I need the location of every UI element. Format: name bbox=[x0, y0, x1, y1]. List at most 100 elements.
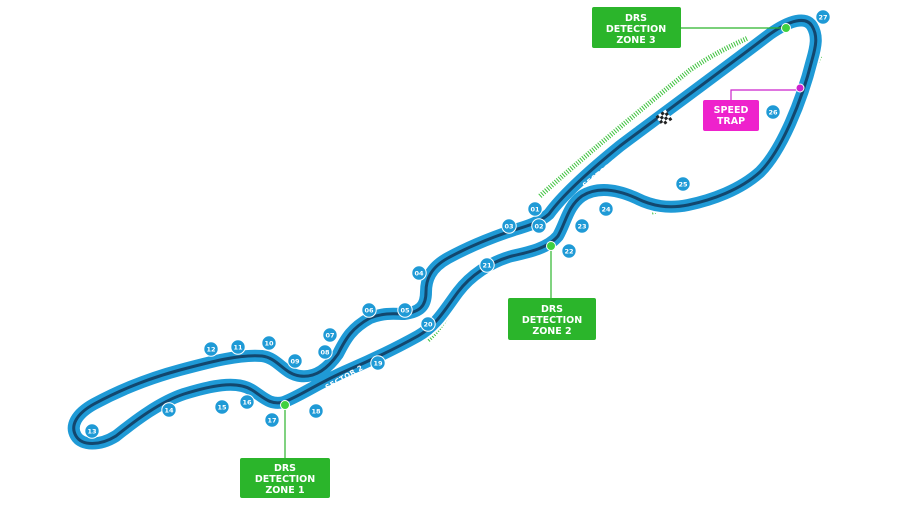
drs-zone-1-line-2: DETECTION bbox=[255, 474, 315, 485]
turn-marker-circle bbox=[361, 302, 377, 318]
turn-marker-25: 25 bbox=[675, 176, 691, 192]
turn-marker-01: 01 bbox=[527, 201, 543, 217]
turn-number: 03 bbox=[504, 223, 513, 231]
turn-marker-08: 08 bbox=[317, 344, 333, 360]
drs-zone-2-line-2: DETECTION bbox=[522, 315, 582, 326]
turn-marker-circle bbox=[561, 243, 577, 259]
turn-number: 10 bbox=[264, 340, 274, 348]
turn-number: 01 bbox=[530, 206, 540, 214]
drs-zone-1-line-3: ZONE 1 bbox=[265, 485, 304, 496]
checkered-flag-square bbox=[668, 117, 673, 122]
turn-marker-11: 11 bbox=[230, 339, 246, 355]
turn-marker-26: 26 bbox=[765, 104, 781, 120]
drs-zone-2-line-3: ZONE 2 bbox=[532, 326, 571, 337]
turn-marker-circle bbox=[161, 402, 177, 418]
drs-zone-2-line-1: DRS bbox=[541, 304, 563, 315]
checkered-flag-square bbox=[655, 114, 660, 119]
turn-marker-circle bbox=[420, 316, 436, 332]
turn-marker-22: 22 bbox=[561, 243, 577, 259]
speed-trap-line-1: SPEED bbox=[714, 105, 749, 116]
turn-marker-09: 09 bbox=[287, 353, 303, 369]
drs-zone-3-line-2: DETECTION bbox=[606, 24, 666, 35]
turn-marker-06: 06 bbox=[361, 302, 377, 318]
track bbox=[65, 12, 824, 452]
turn-number: 08 bbox=[320, 349, 330, 357]
checkered-flag-square bbox=[664, 112, 669, 117]
marker-dots bbox=[280, 23, 805, 410]
turn-marker-circle bbox=[527, 201, 543, 217]
drs-detection-point-2 bbox=[546, 241, 556, 251]
turn-marker-15: 15 bbox=[214, 399, 230, 415]
turn-marker-16: 16 bbox=[239, 394, 255, 410]
drs-zone-3-line-1: DRS bbox=[625, 13, 647, 24]
turn-marker-27: 27 bbox=[815, 9, 831, 25]
turn-number: 19 bbox=[373, 360, 383, 368]
turn-marker-07: 07 bbox=[322, 327, 338, 343]
checkered-flag-square bbox=[664, 116, 669, 121]
drs-zone-1-box bbox=[240, 458, 330, 498]
drs-zone-2-box bbox=[508, 298, 596, 340]
turn-marker-circle bbox=[675, 176, 691, 192]
turn-marker-circle bbox=[84, 423, 100, 439]
turn-marker-circle bbox=[322, 327, 338, 343]
turn-number: 24 bbox=[601, 206, 611, 214]
turn-marker-circle bbox=[574, 218, 590, 234]
drs-zone-3-line-3: ZONE 3 bbox=[616, 35, 655, 46]
checkered-flag-square bbox=[662, 113, 667, 118]
turn-number: 21 bbox=[482, 262, 492, 270]
turn-marker-circle bbox=[411, 265, 427, 281]
drs-zone-2-callout: DRS DETECTION ZONE 2 bbox=[508, 298, 596, 340]
turn-marker-circle bbox=[598, 201, 614, 217]
turn-number: 17 bbox=[267, 417, 276, 425]
turn-number: 13 bbox=[87, 428, 96, 436]
turn-marker-13: 13 bbox=[84, 423, 100, 439]
turn-marker-circle bbox=[397, 302, 413, 318]
turn-marker-circle bbox=[479, 257, 495, 273]
turn-marker-03: 03 bbox=[501, 218, 517, 234]
speed-trap-callout: SPEED TRAP bbox=[703, 100, 759, 131]
drs-zone-3-box bbox=[592, 7, 681, 48]
checkered-flag-square bbox=[665, 118, 670, 123]
turn-number: 12 bbox=[206, 346, 215, 354]
checkered-flag-square bbox=[661, 118, 666, 123]
speed-trap-point bbox=[795, 83, 805, 93]
turn-marker-02: 02 bbox=[531, 218, 547, 234]
turn-number: 07 bbox=[325, 332, 334, 340]
speed-trap-line-2: TRAP bbox=[717, 116, 745, 127]
turn-number: 14 bbox=[164, 407, 174, 415]
turn-number: 26 bbox=[768, 109, 778, 117]
speed-trap-leader bbox=[730, 88, 801, 100]
drs-detection-point-1 bbox=[280, 400, 290, 410]
turn-marker-circle bbox=[261, 335, 277, 351]
turn-marker-circle bbox=[765, 104, 781, 120]
turn-marker-circle bbox=[214, 399, 230, 415]
turn-number: 22 bbox=[564, 248, 573, 256]
turn-number: 09 bbox=[290, 358, 300, 366]
drs-zone-3-callout: DRS DETECTION ZONE 3 bbox=[592, 7, 681, 48]
turn-marker-circle bbox=[317, 344, 333, 360]
drs-zone-1-line-1: DRS bbox=[274, 463, 296, 474]
checkered-flag-square bbox=[657, 117, 662, 122]
turn-marker-circle bbox=[308, 403, 324, 419]
turn-number: 27 bbox=[818, 14, 827, 22]
drs-zone-1-callout: DRS DETECTION ZONE 1 bbox=[240, 458, 330, 498]
turn-marker-circle bbox=[239, 394, 255, 410]
turn-marker-circle bbox=[287, 353, 303, 369]
turn-marker-circle bbox=[264, 412, 280, 428]
turn-number: 02 bbox=[534, 223, 543, 231]
turn-marker-circle bbox=[815, 9, 831, 25]
turn-marker-circle bbox=[501, 218, 517, 234]
turn-marker-circle bbox=[230, 339, 246, 355]
turn-marker-21: 21 bbox=[479, 257, 495, 273]
turn-number: 15 bbox=[217, 404, 227, 412]
checkered-flag-square bbox=[663, 109, 668, 114]
track-racing-line bbox=[72, 18, 818, 445]
checkered-flag-square bbox=[663, 120, 668, 125]
checkered-flag-icon bbox=[655, 109, 673, 127]
turn-marker-18: 18 bbox=[308, 403, 324, 419]
turn-number: 11 bbox=[233, 344, 243, 352]
turn-marker-24: 24 bbox=[598, 201, 614, 217]
turn-marker-circle bbox=[370, 355, 386, 371]
